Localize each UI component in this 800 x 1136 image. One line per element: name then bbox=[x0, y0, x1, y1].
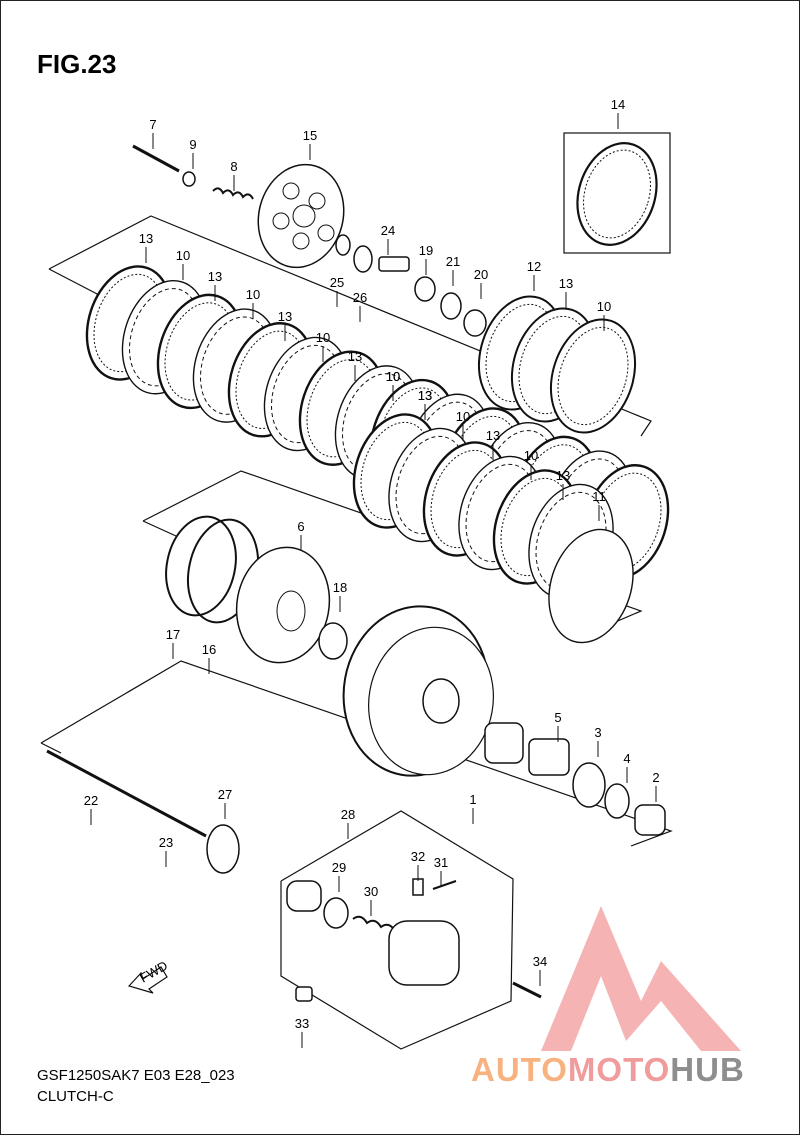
bleeder-31 bbox=[432, 880, 457, 890]
callout-32: 32 bbox=[411, 849, 425, 864]
callout-13: 13 bbox=[208, 269, 222, 284]
callout-16: 16 bbox=[202, 642, 216, 657]
piston-28 bbox=[286, 880, 322, 912]
callout-21: 21 bbox=[446, 254, 460, 269]
pushrod-22 bbox=[46, 749, 207, 838]
frame-upper-left bbox=[48, 268, 102, 297]
callout-11: 11 bbox=[592, 489, 606, 504]
diagram-name: CLUTCH-C bbox=[37, 1088, 114, 1105]
cap-32 bbox=[412, 878, 424, 896]
callout-17: 17 bbox=[166, 627, 180, 642]
bolt-34 bbox=[512, 981, 542, 999]
callout-13: 13 bbox=[486, 428, 500, 443]
callout-13: 13 bbox=[348, 349, 362, 364]
pressure-plate bbox=[257, 163, 345, 269]
watermark-logo bbox=[541, 906, 741, 1051]
part-14-plate bbox=[576, 142, 658, 246]
callout-29: 29 bbox=[332, 860, 346, 875]
clutch-plate-stack-lower bbox=[352, 413, 634, 644]
callout-5: 5 bbox=[554, 710, 561, 725]
callout-13: 13 bbox=[278, 309, 292, 324]
callout-30: 30 bbox=[364, 884, 378, 899]
clutch-plate bbox=[548, 528, 634, 644]
needle-bearing-5 bbox=[528, 738, 570, 776]
callout-33: 33 bbox=[295, 1016, 309, 1031]
spring-bolt bbox=[132, 144, 180, 173]
watermark-auto: AUTO bbox=[471, 1051, 568, 1088]
callout-12: 12 bbox=[527, 259, 541, 274]
callout-27: 27 bbox=[218, 787, 232, 802]
fwd-arrow: FWD bbox=[127, 958, 170, 994]
washer-9 bbox=[182, 171, 196, 187]
callout-9: 9 bbox=[189, 137, 196, 152]
frame-upper-plates bbox=[48, 215, 652, 437]
callout-10: 10 bbox=[597, 299, 611, 314]
callout-2: 2 bbox=[652, 770, 659, 785]
callout-10: 10 bbox=[176, 248, 190, 263]
callout-labels: 1234567891010101010101010111213131313131… bbox=[84, 97, 660, 1048]
seal-29 bbox=[323, 897, 349, 929]
frame-lower-left bbox=[142, 520, 177, 537]
spacer-3 bbox=[572, 762, 606, 808]
callout-7: 7 bbox=[149, 117, 156, 132]
frame-shaft-left bbox=[40, 742, 62, 754]
bush-2 bbox=[634, 804, 666, 836]
callout-31: 31 bbox=[434, 855, 448, 870]
callout-10: 10 bbox=[316, 330, 330, 345]
callout-14: 14 bbox=[611, 97, 625, 112]
callout-1: 1 bbox=[469, 792, 476, 807]
frame-release bbox=[280, 810, 514, 1050]
nut-19 bbox=[414, 276, 436, 302]
callout-8: 8 bbox=[230, 159, 237, 174]
callout-10: 10 bbox=[524, 448, 538, 463]
callout-24: 24 bbox=[381, 223, 395, 238]
callout-13: 13 bbox=[139, 231, 153, 246]
callout-6: 6 bbox=[297, 519, 304, 534]
callout-13: 13 bbox=[556, 468, 570, 483]
washer-25 bbox=[335, 234, 351, 256]
callout-25: 25 bbox=[330, 275, 344, 290]
clutch-inner-hub bbox=[165, 515, 348, 664]
watermark-text: AUTOMOTOHUB bbox=[471, 1051, 745, 1089]
washer-20 bbox=[463, 309, 487, 337]
callout-18: 18 bbox=[333, 580, 347, 595]
callout-19: 19 bbox=[419, 243, 433, 258]
washer-18 bbox=[318, 622, 348, 660]
clutch-plate bbox=[549, 318, 637, 434]
callout-10: 10 bbox=[456, 409, 470, 424]
pushrod-piece-27 bbox=[206, 824, 240, 874]
diagram-code: GSF1250SAK7 E03 E28_023 bbox=[37, 1067, 235, 1084]
callout-23: 23 bbox=[159, 835, 173, 850]
callout-22: 22 bbox=[84, 793, 98, 808]
clutch-spring bbox=[212, 187, 254, 200]
callout-10: 10 bbox=[246, 287, 260, 302]
release-cylinder-body bbox=[388, 920, 460, 986]
watermark-moto: MOTO bbox=[567, 1051, 671, 1088]
callout-10: 10 bbox=[386, 369, 400, 384]
callout-13: 13 bbox=[418, 388, 432, 403]
callout-26: 26 bbox=[353, 290, 367, 305]
callout-28: 28 bbox=[341, 807, 355, 822]
callout-34: 34 bbox=[533, 954, 547, 969]
callout-13: 13 bbox=[418, 388, 432, 403]
bearing-26 bbox=[353, 245, 373, 273]
frame-part-14 bbox=[563, 132, 671, 254]
callout-10: 10 bbox=[386, 369, 400, 384]
watermark-hub: HUB bbox=[670, 1051, 745, 1088]
callout-20: 20 bbox=[474, 267, 488, 282]
pushrod-piece-24 bbox=[378, 256, 410, 272]
callout-4: 4 bbox=[623, 751, 630, 766]
dowel-33 bbox=[295, 986, 313, 1002]
washer-21 bbox=[440, 292, 462, 320]
figure-title: FIG.23 bbox=[37, 49, 117, 79]
clutch-outer-housing bbox=[342, 605, 524, 777]
washer-4 bbox=[604, 783, 630, 819]
spring-30 bbox=[352, 915, 396, 932]
callout-3: 3 bbox=[594, 725, 601, 740]
callout-15: 15 bbox=[303, 128, 317, 143]
callout-13: 13 bbox=[559, 276, 573, 291]
